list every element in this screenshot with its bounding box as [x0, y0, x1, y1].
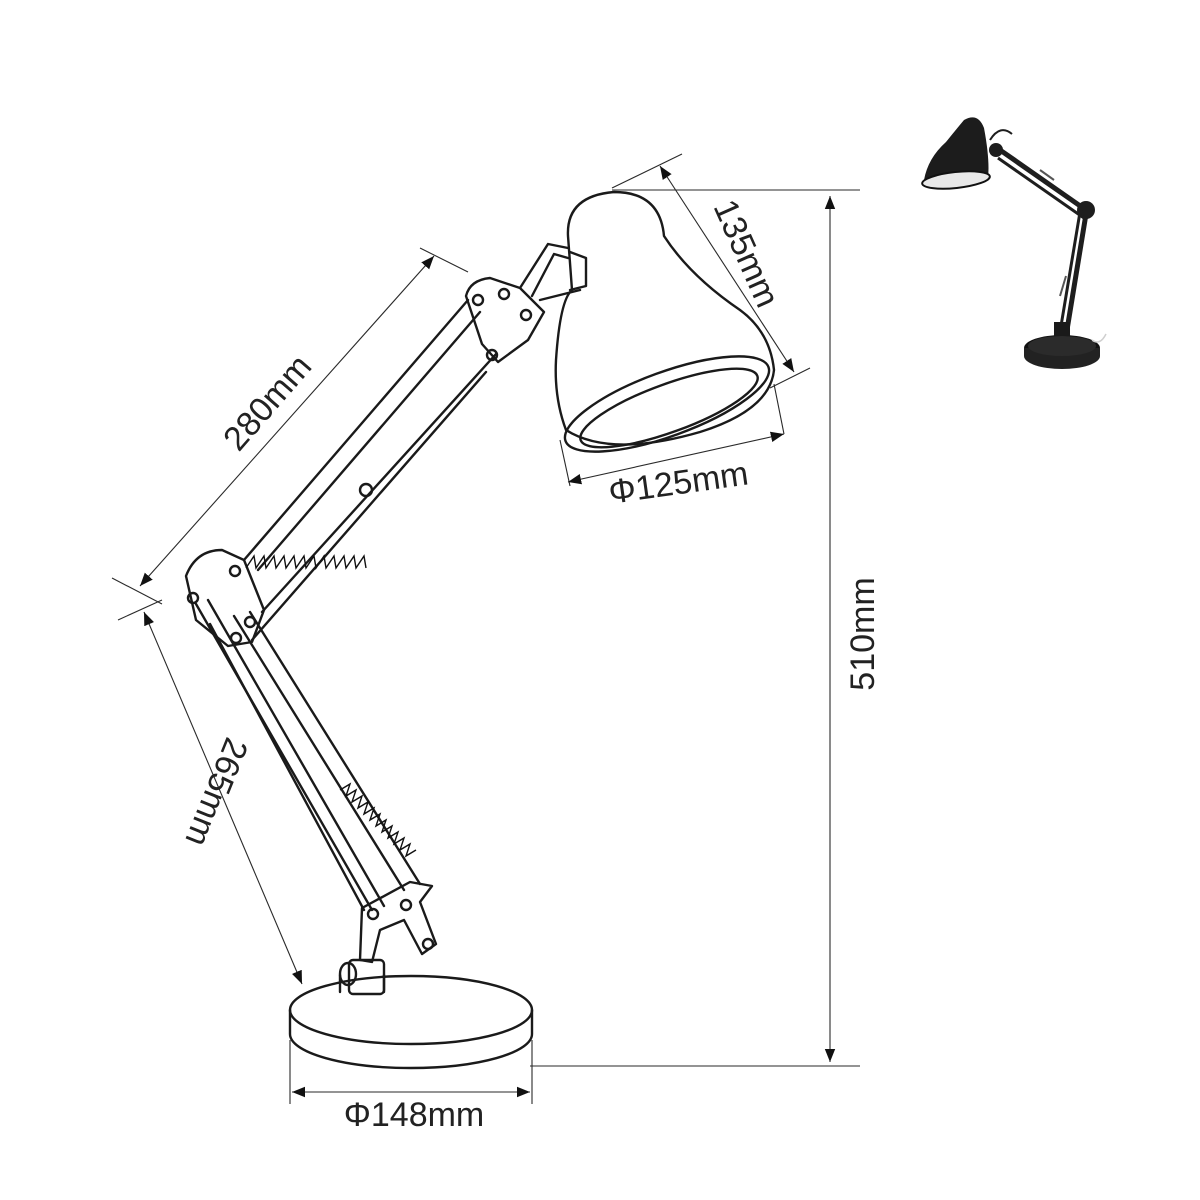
dim-base-diameter: [289, 1040, 533, 1104]
lamp-base: [288, 958, 534, 1070]
dim-shade-depth: [611, 153, 811, 389]
label-shade-diameter: Φ125mm: [606, 455, 750, 512]
head-joint: [464, 242, 582, 364]
label-base-diameter: Φ148mm: [344, 1096, 485, 1134]
dim-lower-arm: [117, 599, 303, 985]
lower-spring: [339, 782, 417, 858]
dim-upper-arm: [111, 247, 469, 605]
label-shade-depth: 135mm: [706, 194, 787, 313]
lamp-line-drawing: [184, 190, 776, 1070]
dim-total-height: [530, 189, 860, 1067]
product-photo-lamp: [921, 117, 1107, 369]
label-lower-arm: 265mm: [177, 732, 255, 851]
dim-shade-diameter: [559, 383, 785, 487]
upper-arm: [242, 298, 498, 642]
label-total-height: 510mm: [844, 577, 882, 690]
